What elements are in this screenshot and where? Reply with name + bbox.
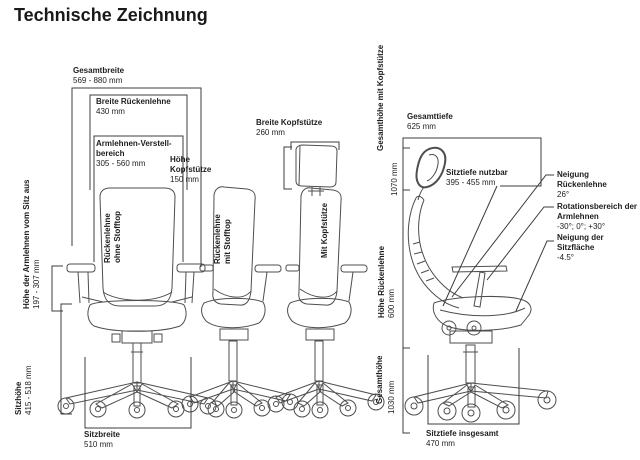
dim-label: Sitzhöhe: [14, 381, 23, 415]
caption-line: ohne Stofftop: [113, 211, 122, 263]
dim-hoehe-armlehnen-vom-sitz: Höhe der Armlehnen vom Sitz aus 197 - 30…: [22, 179, 42, 309]
dim-gesamttiefe: Gesamttiefe 625 mm: [407, 112, 453, 132]
dim-value: 260 mm: [256, 128, 285, 137]
dim-label: Armlehnen-Verstell-: [96, 139, 172, 148]
dim-label: bereich: [96, 149, 125, 158]
dim-gesamthoehe-mit-kopfstuetze-value: 1070 mm: [390, 163, 400, 196]
dim-label: Gesamthöhe: [375, 355, 384, 404]
dim-label: Höhe der Armlehnen vom Sitz aus: [22, 179, 31, 309]
chair-front-caption: Rückenlehne ohne Stofftop: [103, 211, 123, 263]
dim-label: Gesamtbreite: [73, 66, 125, 75]
dim-sitzhoehe: Sitzhöhe 415 - 518 mm: [14, 366, 34, 415]
dim-label: Sitzbreite: [84, 430, 121, 439]
dim-label: Neigung der Sitzfläche: [557, 233, 604, 252]
dim-value: 26°: [557, 190, 570, 199]
chair-headrest-caption: Mit Kopfstütze: [320, 203, 330, 258]
dim-label: Breite Rückenlehne: [96, 97, 171, 106]
chair-side-view: [404, 146, 557, 423]
chair-back-fabric-view: [181, 186, 299, 419]
page-title: Technische Zeichnung: [14, 5, 208, 25]
dim-sitztiefe-nutzbar: Sitztiefe nutzbar 395 - 455 mm: [446, 168, 508, 188]
dim-label: Gesamthöhe mit Kopfstütze: [376, 44, 385, 151]
dim-breite-kopfstuetze: Breite Kopfstütze 260 mm: [256, 118, 322, 138]
dim-value: 600 mm: [387, 289, 396, 318]
chair-headrest-view: [267, 144, 385, 419]
dim-value: 569 - 880 mm: [73, 76, 123, 85]
dim-neigung-rueckenlehne: Neigung Rückenlehne 26°: [557, 170, 621, 200]
dim-gesamthoehe-value: 1030 mm: [387, 381, 397, 414]
dim-value: -4.5°: [557, 253, 574, 262]
dim-value: -30°; 0°; +30°: [557, 222, 606, 231]
dim-label: Breite Kopfstütze: [256, 118, 323, 127]
dimension-lines: [51, 87, 542, 434]
caption-line: Mit Kopfstütze: [320, 202, 329, 258]
dim-value: 430 mm: [96, 107, 125, 116]
dim-value: 625 mm: [407, 122, 436, 131]
dim-value: 415 - 518 mm: [24, 365, 33, 415]
dim-label: Sitztiefe insgesamt: [426, 429, 499, 438]
dim-gesamthoehe-mit-kopfstuetze-label: Gesamthöhe mit Kopfstütze: [376, 45, 386, 151]
dim-label: Höhe Kopfstütze: [170, 155, 212, 174]
dim-value: 1070 mm: [390, 162, 399, 196]
dim-label: Gesamttiefe: [407, 112, 453, 121]
callout-lines: [442, 174, 554, 312]
dim-label: Höhe Rückenlehne: [377, 245, 386, 318]
dim-label: Neigung Rückenlehne: [557, 170, 607, 189]
dim-value: 150 mm: [170, 175, 199, 184]
dim-value: 510 mm: [84, 440, 113, 449]
dim-hoehe-kopfstuetze: Höhe Kopfstütze 150 mm: [170, 155, 218, 185]
dim-value: 395 - 455 mm: [446, 178, 496, 187]
chair-back-fabric-caption: Rückenlehne mit Stofftop: [213, 214, 233, 264]
caption-line: mit Stofftop: [223, 219, 232, 264]
dim-hoehe-rueckenlehne: Höhe Rückenlehne 600 mm: [377, 246, 397, 318]
dim-value: 197 - 307 mm: [32, 259, 41, 309]
dim-label: Sitztiefe nutzbar: [446, 168, 508, 177]
dim-neigung-sitzflaeche: Neigung der Sitzfläche -4.5°: [557, 233, 621, 263]
caption-line: Rückenlehne: [103, 213, 112, 263]
caption-line: Rückenlehne: [213, 214, 222, 264]
dim-breite-rueckenlehne: Breite Rückenlehne 430 mm: [96, 97, 171, 117]
dim-sitzbreite: Sitzbreite 510 mm: [84, 430, 120, 450]
dim-rotationsbereich-armlehnen: Rotationsbereich der Armlehnen -30°; 0°;…: [557, 202, 639, 232]
dim-value: 1030 mm: [387, 380, 396, 414]
dim-gesamthoehe-label: Gesamthöhe: [375, 356, 385, 404]
dim-gesamtbreite: Gesamtbreite 569 - 880 mm: [73, 66, 124, 86]
dim-label: Rotationsbereich der Armlehnen: [557, 202, 638, 221]
dim-sitztiefe-insgesamt: Sitztiefe insgesamt 470 mm: [426, 429, 498, 449]
chair-front-view: [57, 187, 217, 419]
dim-value: 305 - 560 mm: [96, 159, 146, 168]
dim-armlehnen-verstellbereich: Armlehnen-Verstell- bereich 305 - 560 mm: [96, 139, 172, 169]
dim-value: 470 mm: [426, 439, 455, 448]
